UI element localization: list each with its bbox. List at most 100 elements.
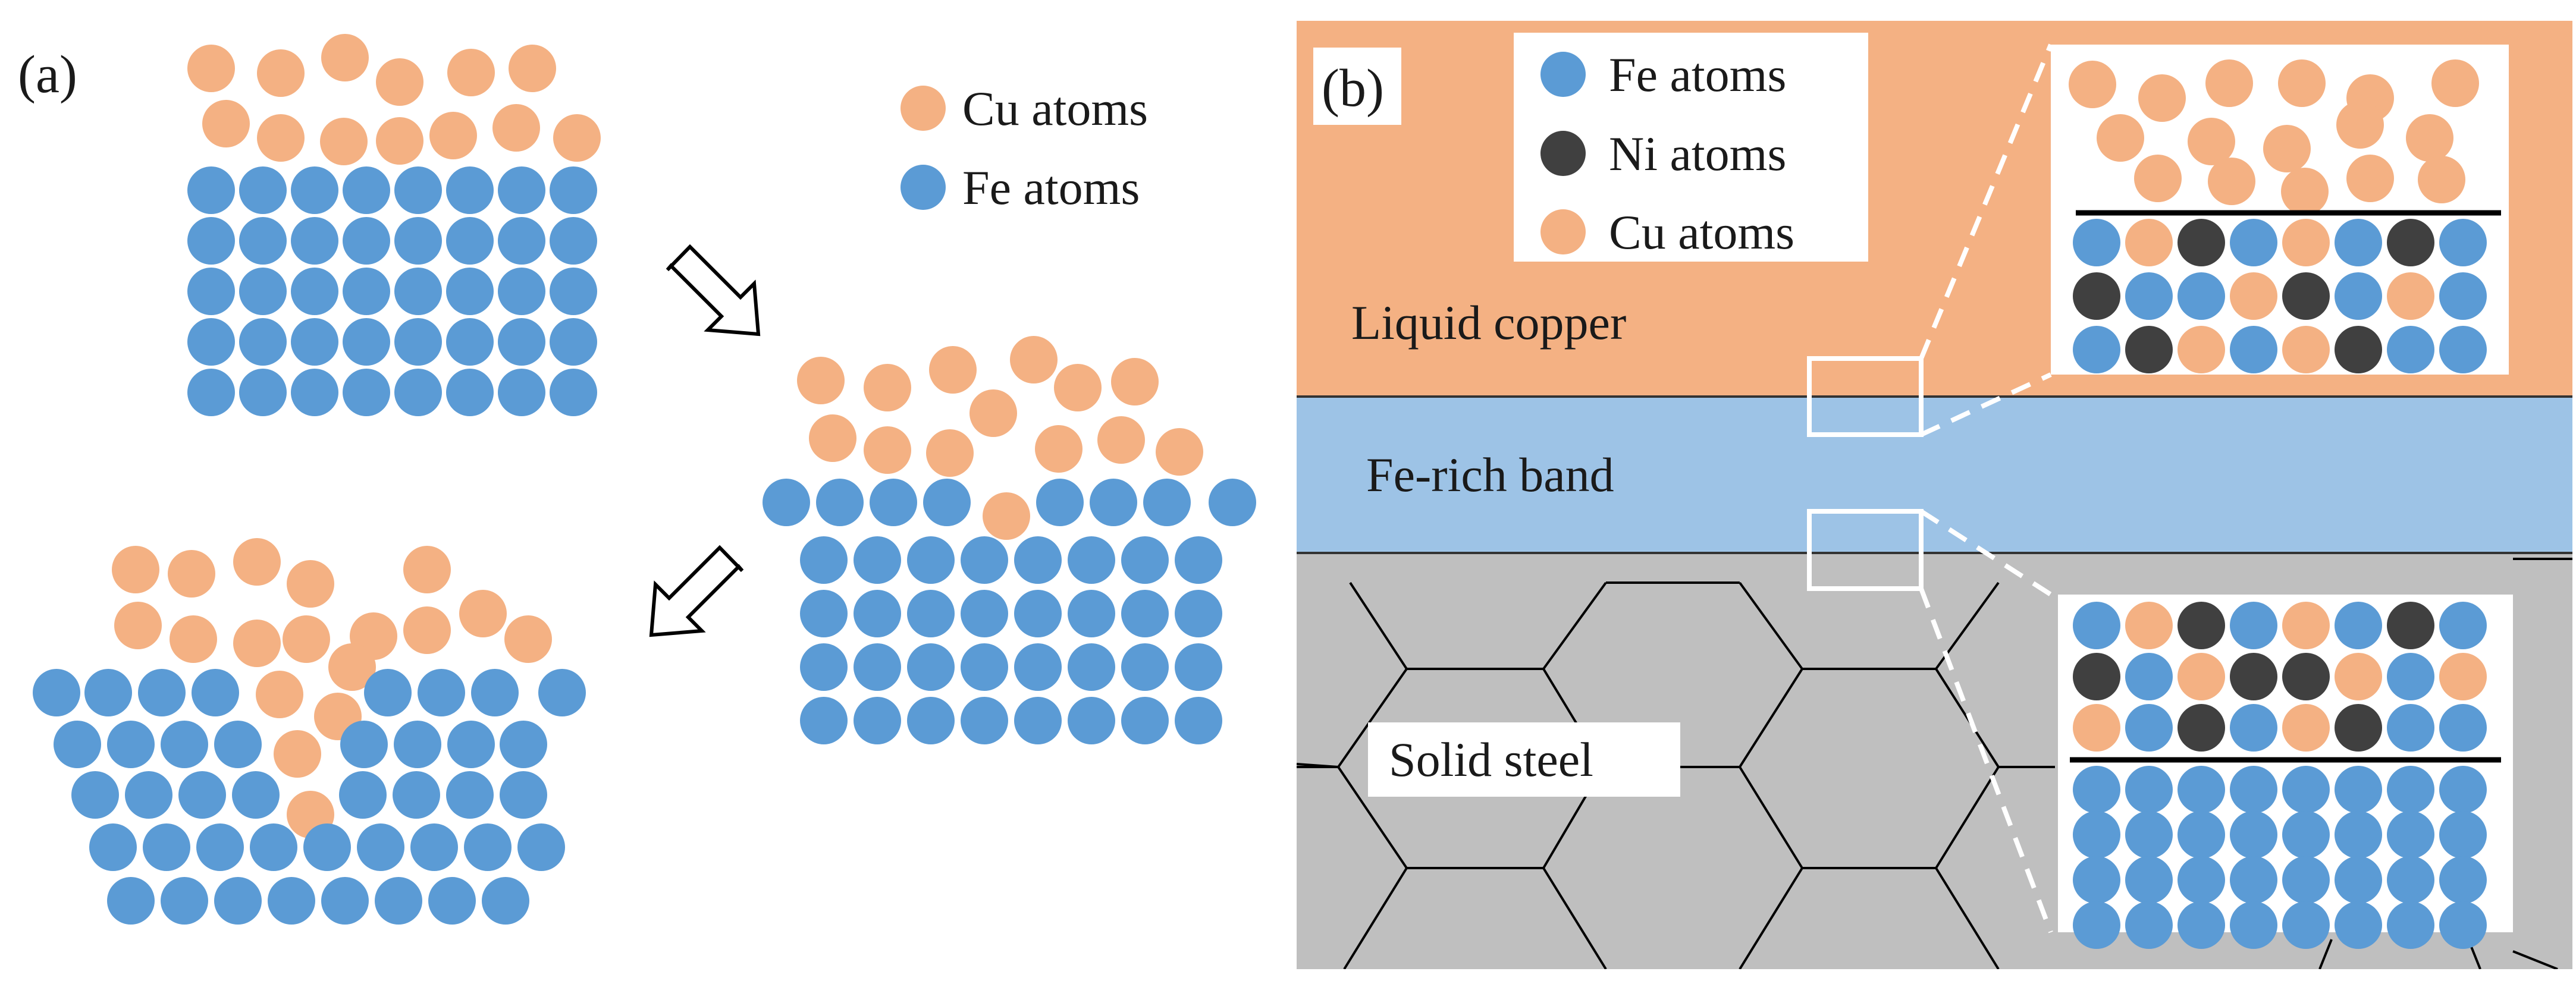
fe-atom (1121, 590, 1169, 637)
fe-atom (2073, 326, 2120, 373)
cu-atom (287, 560, 334, 608)
legend-a-fe-label: Fe atoms (962, 161, 1140, 215)
fe-atom (2230, 811, 2277, 859)
fe-atom (250, 823, 297, 871)
fe-atom (1068, 536, 1115, 584)
ni-atom (2177, 704, 2225, 752)
fe-atom (500, 771, 547, 819)
cu-atom (376, 58, 423, 106)
fe-atom (2335, 272, 2382, 320)
grain-boundary (1935, 766, 2000, 869)
legend-b-cu-swatch (1540, 209, 1586, 254)
ni-atom (2230, 653, 2277, 700)
fe-atom (2125, 811, 2173, 859)
fe-atom (303, 823, 351, 871)
fe-atom (1014, 643, 1062, 691)
cu-atom (1035, 425, 1083, 473)
fe-atom (33, 669, 80, 716)
fe-atom (2439, 704, 2487, 752)
cu-atom (187, 45, 235, 92)
fe-atom (550, 318, 597, 366)
fe-atom (71, 771, 119, 819)
fe-atom (2335, 811, 2382, 859)
cu-atom (864, 364, 911, 411)
grain-boundary (1739, 867, 1803, 969)
fe-atom (446, 268, 494, 315)
legend-b-fe-label: Fe atoms (1609, 48, 1786, 102)
fe-atom (2335, 766, 2382, 813)
fe-atom (2125, 272, 2173, 320)
cu-atom (459, 590, 507, 637)
cu-atom (257, 49, 305, 97)
grain-boundary (1542, 867, 1607, 969)
fe-atom (187, 166, 235, 214)
fe-atom (1209, 479, 1256, 526)
solid-steel-label: Solid steel (1389, 733, 1593, 787)
fe-atom (2073, 602, 2120, 649)
fe-atom (143, 823, 190, 871)
fe-atom (2439, 272, 2487, 320)
cu-atom (1111, 358, 1159, 405)
fe-atom (291, 217, 338, 265)
cu-atom (2346, 155, 2394, 202)
cu-atom (864, 426, 911, 474)
fe-atom (343, 369, 390, 416)
ni-atom (2335, 704, 2382, 752)
fe-atom (854, 643, 901, 691)
fe-atom (1143, 479, 1191, 526)
fe-atom (340, 721, 388, 768)
fe-atom (2073, 811, 2120, 859)
grain-boundary (1739, 668, 1803, 768)
fe-atom (2335, 602, 2382, 649)
fe-atom (196, 823, 244, 871)
fe-atom (343, 217, 390, 265)
fe-atom (2125, 704, 2173, 752)
cu-atom (809, 414, 856, 462)
cu-atom (2205, 59, 2253, 107)
fe-atom (907, 536, 955, 584)
cu-atom (403, 546, 451, 593)
fe-atom (2439, 326, 2487, 373)
cu-atom (2069, 61, 2116, 108)
cu-atom (509, 45, 556, 92)
cu-atom (797, 357, 845, 404)
fe-atom (1068, 697, 1115, 744)
fe-atom (2439, 901, 2487, 949)
fe-atom (357, 823, 404, 871)
fe-atom (239, 217, 287, 265)
arrow-right-down-icon (666, 244, 761, 337)
fe-atom (2125, 766, 2173, 813)
fe-atom (1090, 479, 1137, 526)
fe-atom (2177, 272, 2225, 320)
fe-atom (446, 771, 494, 819)
fe-atom (2177, 856, 2225, 904)
fe-atom (517, 823, 565, 871)
ni-atom (2387, 602, 2434, 649)
fe-atom (2230, 766, 2277, 813)
fe-atom (410, 823, 458, 871)
ni-atom (2282, 653, 2330, 700)
fe-atom (2387, 704, 2434, 752)
fe-atom (800, 697, 848, 744)
inset-top-atoms (2069, 59, 2501, 373)
fe-atom (2125, 653, 2173, 700)
fe-atom (1175, 643, 1222, 691)
fe-atom (2387, 856, 2434, 904)
fe-atom (2282, 766, 2330, 813)
fe-atom (447, 721, 495, 768)
solid-steel-label-box (1368, 722, 1680, 797)
fe-atom (816, 479, 864, 526)
fe-atom (89, 823, 137, 871)
fe-atom (339, 771, 387, 819)
cu-atom (447, 49, 495, 96)
fe-atom (538, 669, 586, 716)
fe-atom (291, 369, 338, 416)
cu-atom (376, 117, 423, 165)
magnifier-box-icon-top (1807, 356, 1924, 437)
fe-atom (2387, 766, 2434, 813)
cu-atom (2177, 326, 2225, 373)
fe-atom (2230, 856, 2277, 904)
fe-atom (1014, 590, 1062, 637)
fe-atom (2439, 219, 2487, 266)
